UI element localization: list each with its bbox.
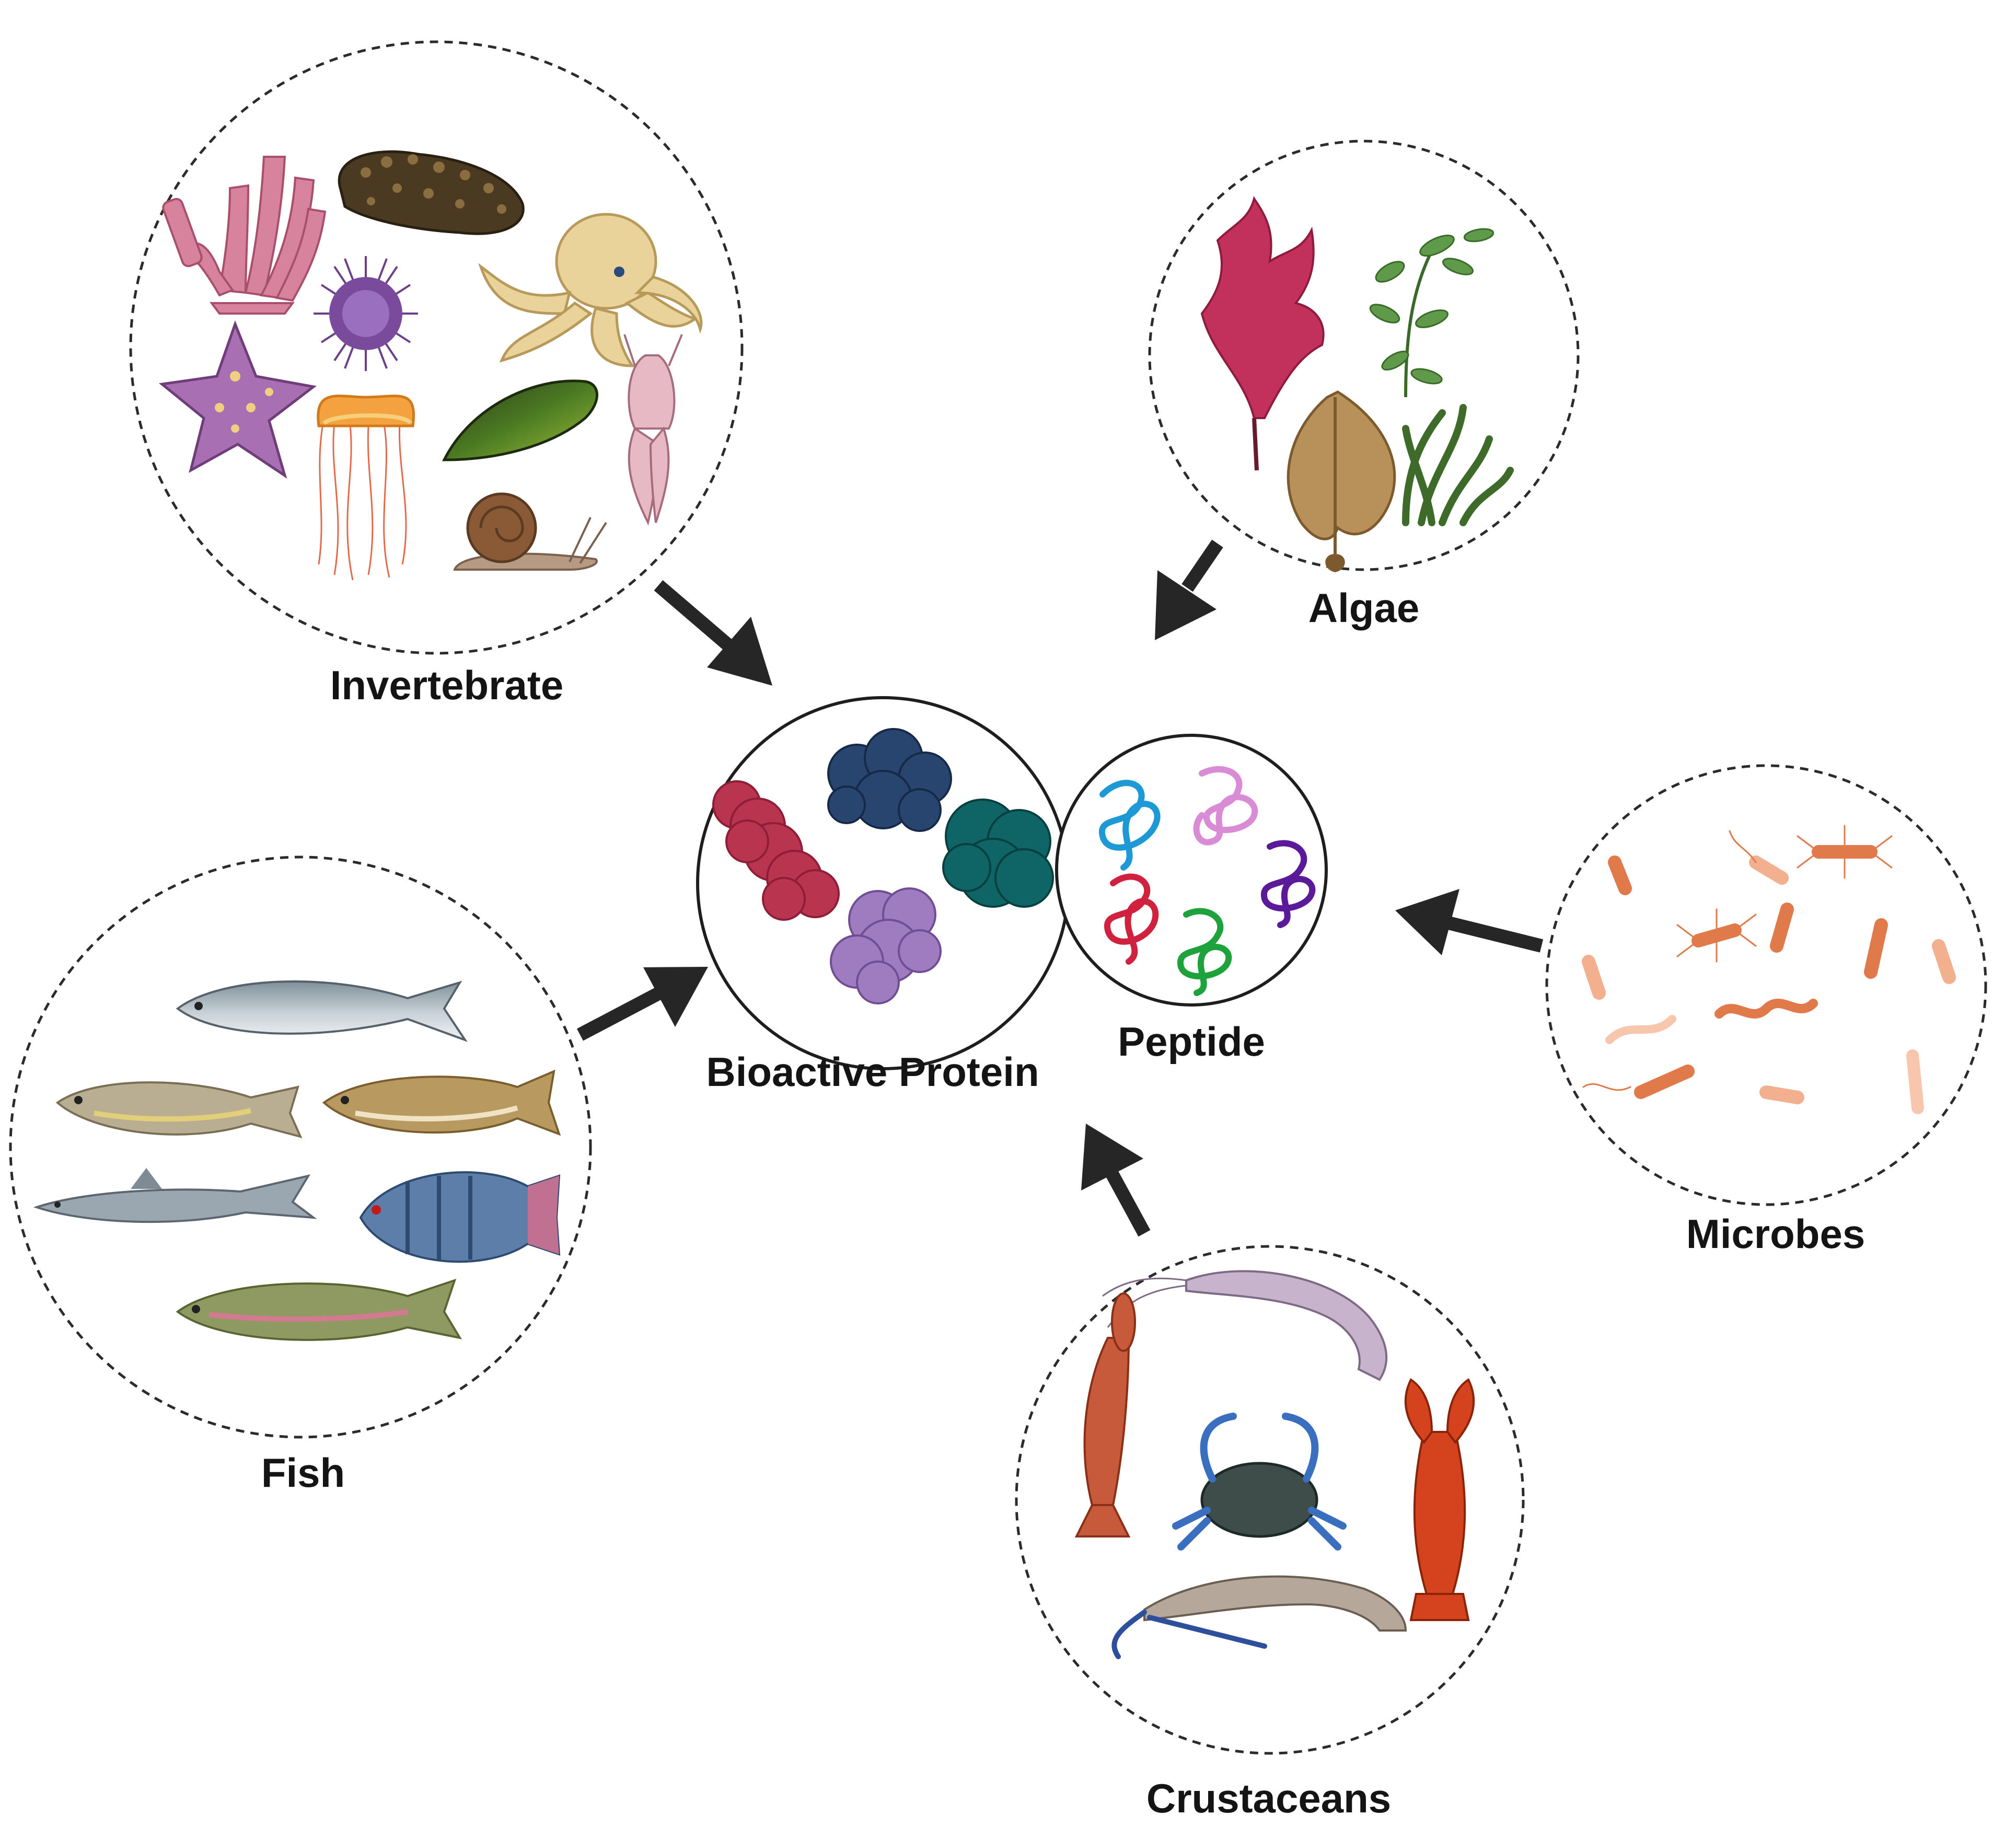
bacteria-cluster-icon — [1582, 825, 1956, 1114]
peptide-strand-purple — [1260, 840, 1316, 928]
crayfish-icon — [1074, 1292, 1136, 1537]
arrow-microbes-to-peptide — [1395, 889, 1544, 955]
peptide-strand-blue — [1098, 780, 1161, 871]
invertebrate-circle — [129, 40, 744, 655]
fish-circle — [9, 855, 592, 1439]
protein-blob-navy — [827, 728, 952, 832]
tube-sponge-icon — [162, 156, 327, 315]
prawn-icon — [1111, 1575, 1407, 1659]
arrow-algae-to-peptide — [1155, 539, 1223, 640]
shark-icon — [33, 1168, 317, 1223]
sea-cucumber-icon — [338, 150, 525, 235]
source-crustaceans: Crustaceans — [1015, 1245, 1525, 1821]
cod-icon — [55, 1081, 303, 1138]
peptide-label: Peptide — [1118, 1019, 1265, 1065]
blue-crab-icon — [1172, 1413, 1347, 1551]
mussel-icon — [442, 379, 598, 461]
brown-kelp-icon — [1287, 390, 1396, 572]
jellyfish-icon — [317, 395, 415, 581]
trout-icon — [176, 1278, 462, 1341]
sea-urchin-icon — [314, 256, 418, 371]
octopus-icon — [478, 213, 703, 367]
red-algae-icon — [1200, 196, 1325, 471]
starfish-icon — [158, 320, 317, 479]
fish-label: Fish — [261, 1450, 345, 1496]
source-algae: Algae — [1148, 140, 1580, 631]
lobster-icon — [1404, 1378, 1475, 1621]
squid-icon — [623, 334, 683, 526]
source-invertebrate: Invertebrate — [129, 40, 744, 708]
protein-blob-teal — [942, 799, 1054, 908]
arrow-fish-to-protein — [576, 967, 708, 1041]
peptide-strand-green — [1177, 908, 1232, 996]
green-algae-icon — [1369, 228, 1494, 398]
protein-blob-red — [712, 780, 840, 921]
center-cluster: Bioactive Protein Peptide — [696, 696, 1328, 1095]
bioactive-protein-label: Bioactive Protein — [706, 1049, 1039, 1095]
atlantic-cod-icon — [322, 1069, 561, 1136]
seagrass-icon — [1402, 404, 1514, 526]
peptide-strand-red — [1104, 873, 1159, 965]
peptide-circle — [1055, 734, 1328, 1007]
algae-label: Algae — [1308, 585, 1419, 631]
tilapia-icon — [359, 1171, 561, 1263]
microbes-label: Microbes — [1686, 1211, 1865, 1257]
peptide-strand-pink — [1193, 766, 1258, 846]
snail-icon — [453, 492, 607, 571]
source-microbes: Microbes — [1545, 764, 1987, 1257]
microbes-circle — [1545, 764, 1987, 1206]
source-fish: Fish — [9, 855, 592, 1496]
protein-blob-violet — [830, 887, 942, 1004]
invertebrate-label: Invertebrate — [330, 662, 564, 708]
arrow-crustaceans-to-protein — [1081, 1124, 1151, 1237]
crustaceans-label: Crustaceans — [1146, 1775, 1391, 1821]
salmon-icon — [176, 980, 468, 1042]
arrow-invertebrate-to-protein — [654, 580, 772, 686]
